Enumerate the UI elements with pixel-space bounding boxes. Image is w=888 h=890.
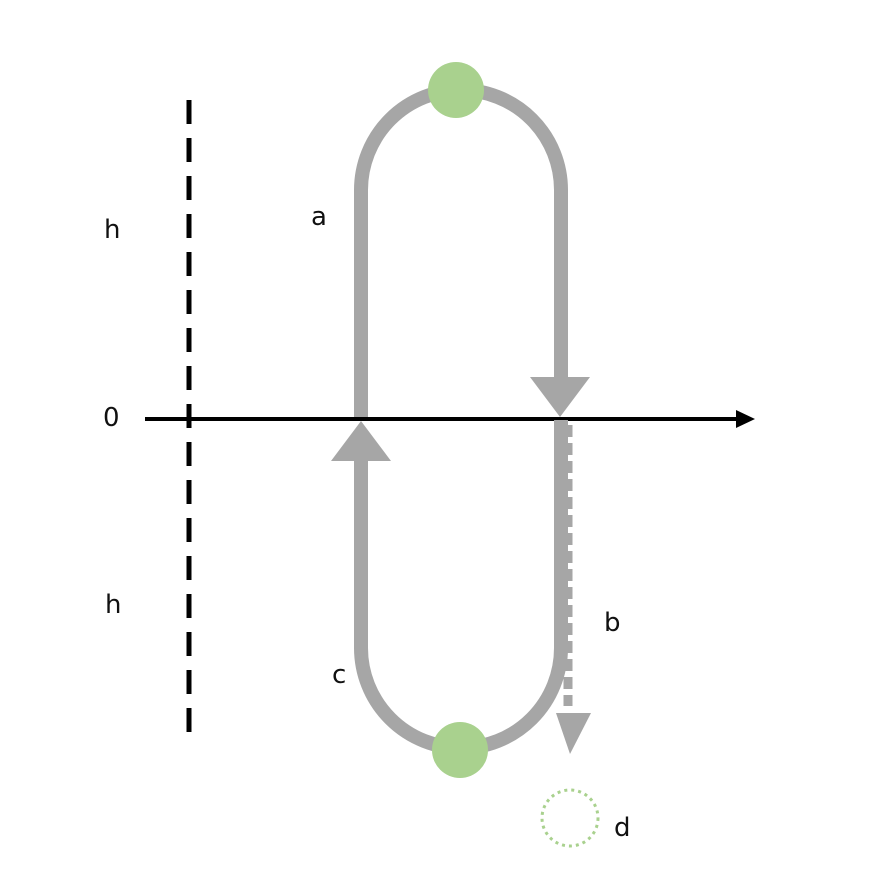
label-zero: 0: [103, 403, 120, 433]
label-h-upper: h: [104, 215, 120, 245]
label-b: b: [604, 608, 621, 638]
label-a: a: [311, 202, 327, 232]
axis-arrow-icon: [736, 410, 755, 428]
lower-loop-path: [354, 420, 568, 755]
down-arrow-icon: [530, 377, 590, 417]
bottom-ball-icon: [432, 722, 488, 778]
label-d: d: [614, 813, 631, 843]
dashed-down-arrow-icon: [556, 713, 591, 754]
upper-loop-path: [354, 83, 568, 417]
top-ball-icon: [428, 62, 484, 118]
ghost-ball-icon: [540, 788, 600, 848]
label-c: c: [332, 660, 346, 690]
up-arrow-icon: [331, 421, 391, 461]
label-h-lower: h: [105, 590, 121, 620]
